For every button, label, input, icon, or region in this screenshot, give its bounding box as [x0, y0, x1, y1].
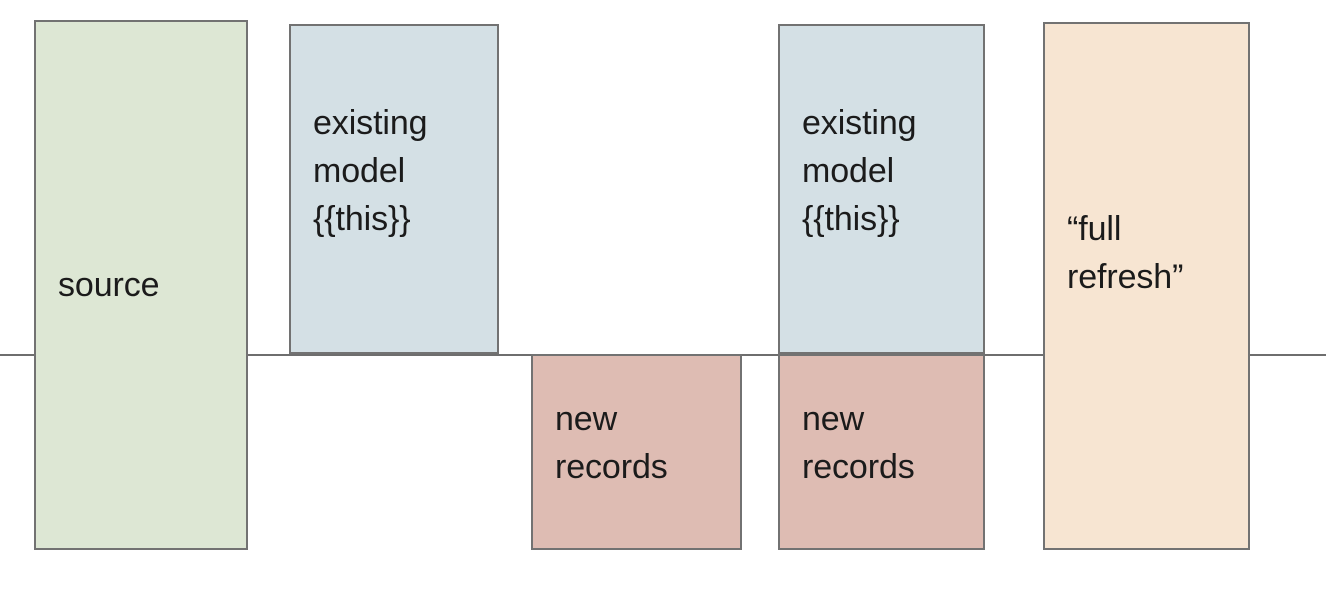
box-existing-model-1[interactable]: existing model {{this}}: [289, 24, 499, 354]
box-new-records-2-label: new records: [802, 399, 915, 486]
box-existing-model-1-label: existing model {{this}}: [313, 103, 428, 239]
box-existing-model-2[interactable]: existing model {{this}}: [778, 24, 985, 354]
box-source[interactable]: source: [34, 20, 248, 550]
box-full-refresh[interactable]: “full refresh”: [1043, 22, 1250, 550]
box-new-records-1-label: new records: [555, 399, 668, 486]
box-source-label: source: [58, 265, 160, 304]
box-full-refresh-label: “full refresh”: [1067, 209, 1184, 296]
box-new-records-2[interactable]: new records: [778, 354, 985, 550]
box-existing-model-2-label: existing model {{this}}: [802, 103, 917, 239]
box-new-records-1[interactable]: new records: [531, 354, 742, 550]
